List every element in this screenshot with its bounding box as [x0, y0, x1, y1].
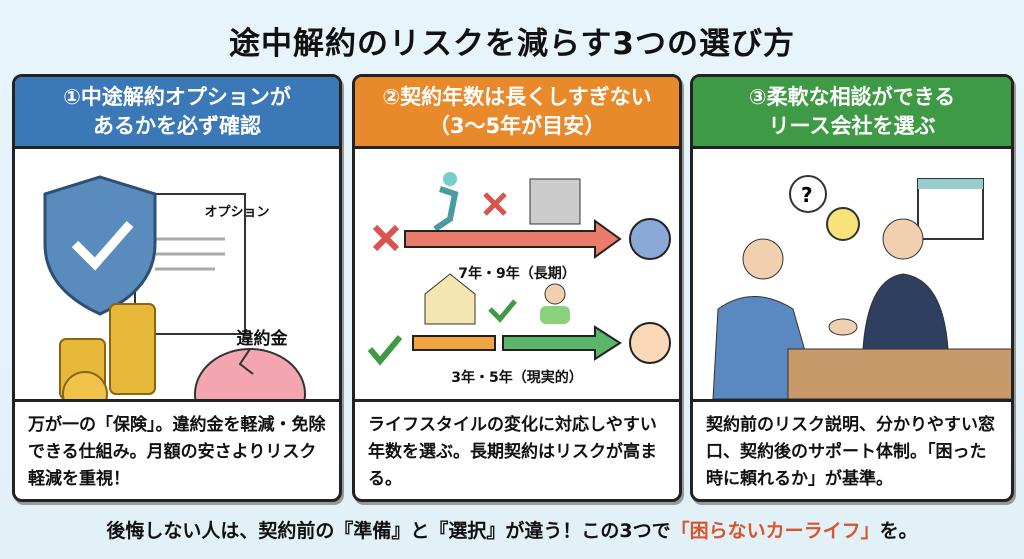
card-description: ライフスタイルの変化に対応しやすい年数を選ぶ。長期契約はリスクが高まる。 [355, 399, 679, 499]
long-term-arrow [404, 219, 622, 259]
shield-document-coins-piggy-illustration [43, 175, 306, 399]
card-contract-term: ②契約年数は長くしすぎない （3〜5年が目安） 7年・9年（長期） 3年・5年（現… [352, 74, 682, 502]
check-icon [71, 221, 134, 271]
footer-text-end: を。 [879, 520, 918, 542]
header-line: ②契約年数は長くしすぎない [382, 84, 652, 109]
desk [787, 348, 1011, 399]
long-term-label: 7年・9年（長期） [458, 266, 576, 282]
card-cancellation-option: ①中途解約オプションがあるかを必ず確認 オプション 違約金 万が一の「保険」。違… [12, 74, 342, 502]
person-icon [544, 283, 566, 305]
house-icon [424, 273, 476, 325]
cross-icon [483, 192, 507, 216]
card-description: 契約前のリスク説明、分かりやすい窓口、契約後のサポート体制。「困った時に頼れるか… [693, 399, 1011, 499]
shield-icon [43, 175, 157, 316]
page-title: 途中解約のリスクを減らす3つの選び方 [229, 26, 795, 62]
illustration: オプション 違約金 [15, 149, 339, 399]
document-label: オプション [204, 205, 270, 220]
worried-face-icon [629, 218, 671, 260]
advisor-icon [882, 218, 924, 260]
card-lease-company: ③柔軟な相談ができるリース会社を選ぶ ? 契約前のリスク説明、分かりやすい窓口、… [690, 74, 1014, 502]
short-term-bar [412, 335, 496, 351]
piggy-label: 違約金 [236, 329, 288, 349]
short-term-arrow [502, 325, 622, 361]
wedding-couple-icon [529, 178, 581, 225]
footer-highlight: 「困らないカーライフ」 [670, 520, 880, 542]
running-person-icon [443, 172, 457, 186]
handshake-icon [828, 318, 858, 336]
header-line: （3〜5年が目安） [428, 113, 606, 138]
header-line: ③柔軟な相談ができる [748, 84, 956, 109]
card-header: ①中途解約オプションがあるかを必ず確認 [15, 77, 339, 149]
illustration: ? [693, 149, 1011, 399]
card-header: ③柔軟な相談ができるリース会社を選ぶ [693, 77, 1011, 149]
calm-face-icon [629, 322, 671, 364]
footer-text: 後悔しない人は、契約前の『準備』と『選択』が違う！この3つで [106, 520, 671, 542]
cross-icon [372, 224, 400, 252]
card-header: ②契約年数は長くしすぎない （3〜5年が目安） [355, 77, 679, 149]
illustration: 7年・9年（長期） 3年・5年（現実的） [355, 149, 679, 399]
footer-message: 後悔しない人は、契約前の『準備』と『選択』が違う！この3つで「困らないカーライフ… [0, 516, 1024, 543]
header-line: リース会社を選ぶ [768, 113, 936, 138]
header-line: ①中途解約オプションが [63, 84, 291, 109]
lightbulb-icon [826, 207, 860, 241]
customer-icon [742, 238, 784, 280]
question-bubble-icon [789, 175, 827, 213]
short-term-label: 3年・5年（現実的） [451, 370, 583, 386]
piggy-bank-icon [194, 348, 306, 399]
consultation-illustration: ? [712, 175, 1011, 399]
check-icon [488, 299, 517, 323]
svg-text:?: ? [801, 183, 813, 207]
card-description: 万が一の「保険」。違約金を軽減・免除できる仕組み。月額の安さよりリスク軽減を重視… [15, 399, 339, 499]
check-icon [367, 335, 403, 366]
term-comparison-illustration [367, 172, 671, 366]
header-line: あるかを必ず確認 [93, 113, 261, 138]
